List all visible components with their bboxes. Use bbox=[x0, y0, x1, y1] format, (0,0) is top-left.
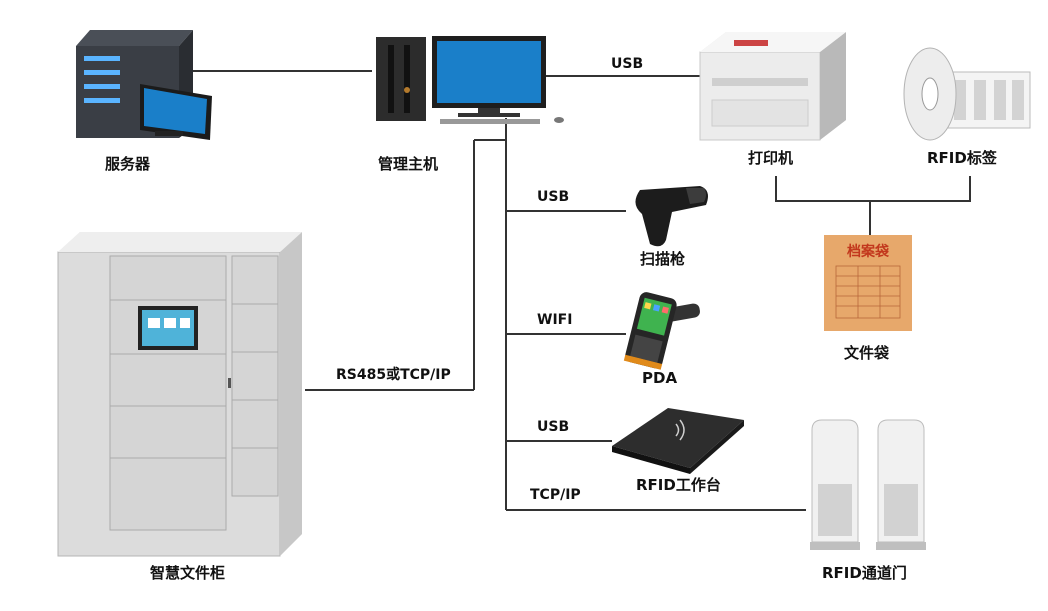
file-bag-icon: 档案袋 bbox=[824, 235, 912, 331]
conn-label-pda: WIFI bbox=[537, 312, 573, 328]
server-label: 服务器 bbox=[105, 155, 151, 173]
rfid-tag-roll-icon bbox=[903, 47, 1031, 141]
rfid-gate-icon bbox=[810, 419, 926, 550]
rfid-gate-label: RFID通道门 bbox=[822, 564, 907, 582]
rfid-tag-label: RFID标签 bbox=[927, 149, 997, 167]
smart-cabinet-icon bbox=[57, 232, 302, 557]
cabinet-label: 智慧文件柜 bbox=[150, 564, 226, 582]
file-bag-title: 档案袋 bbox=[847, 243, 890, 260]
rfid-desktop-reader-icon bbox=[612, 408, 744, 474]
pda-label: PDA bbox=[642, 369, 678, 387]
line-printer-tag-bracket bbox=[775, 176, 971, 202]
rfid-desk-label: RFID工作台 bbox=[636, 476, 721, 494]
connection-lines bbox=[193, 70, 971, 511]
conn-label-rfid-gate: TCP/IP bbox=[530, 487, 581, 503]
file-bag-label: 文件袋 bbox=[844, 344, 890, 362]
conn-label-rfid-desk: USB bbox=[537, 419, 570, 435]
printer-icon bbox=[699, 32, 846, 141]
conn-label-cabinet: RS485或TCP/IP bbox=[336, 367, 451, 383]
server-icon bbox=[76, 30, 212, 140]
conn-label-scanner: USB bbox=[537, 189, 570, 205]
pda-icon bbox=[623, 292, 700, 370]
printer-label: 打印机 bbox=[748, 149, 794, 167]
scanner-icon bbox=[635, 186, 708, 247]
host-label: 管理主机 bbox=[378, 155, 439, 173]
host-computer-icon bbox=[376, 36, 564, 124]
scanner-label: 扫描枪 bbox=[640, 250, 686, 268]
conn-label-printer: USB bbox=[611, 56, 644, 72]
